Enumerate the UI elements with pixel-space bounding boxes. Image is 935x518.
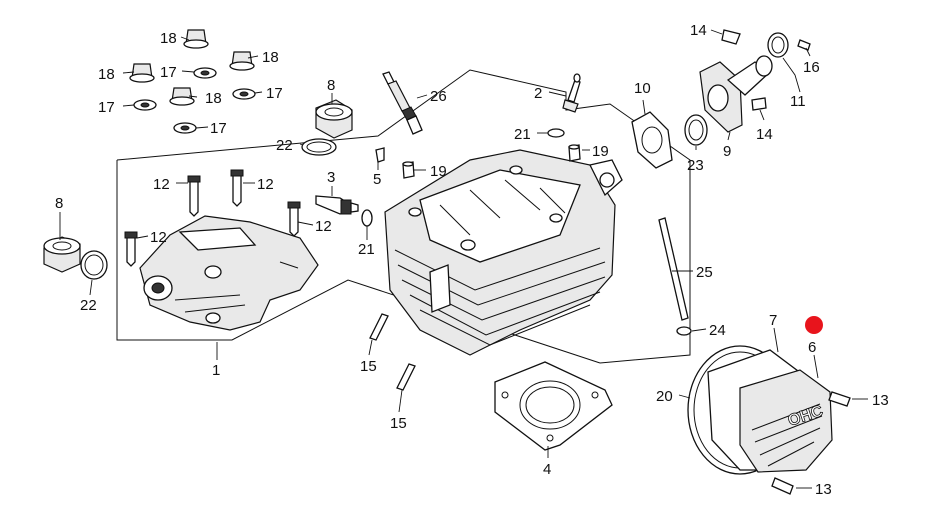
callout-14-top: 14 [690, 22, 707, 39]
bolt-14-lower [751, 97, 767, 111]
callout-7: 7 [769, 312, 777, 329]
cylinder-head-block [384, 149, 623, 356]
callout-4: 4 [543, 461, 551, 478]
stud-15-upper [369, 313, 389, 341]
callout-12-b: 12 [257, 176, 274, 193]
callout-21-left: 21 [358, 241, 375, 258]
callout-17-a: 17 [160, 64, 177, 81]
sensor-2 [562, 73, 581, 113]
stud-15-lower [396, 363, 416, 391]
callout-15-a: 15 [360, 358, 377, 375]
callout-17-b: 17 [98, 99, 115, 116]
temperature-sensor [315, 195, 359, 215]
callout-12-a: 12 [153, 176, 170, 193]
callout-2: 2 [534, 85, 542, 102]
bolt-13-lower [771, 477, 794, 495]
callout-24: 24 [709, 322, 726, 339]
callout-13-lower: 13 [815, 481, 832, 498]
side-cover-6: OHC [739, 369, 833, 473]
callout-18-d: 18 [205, 90, 222, 107]
hose-clamp-11 [767, 32, 789, 58]
bolt-14-top [721, 29, 741, 45]
callout-18-a: 18 [160, 30, 177, 47]
callout-5: 5 [373, 171, 381, 188]
callout-17-c: 17 [266, 85, 283, 102]
washer-21-top [547, 128, 565, 138]
callout-8-top: 8 [327, 77, 335, 94]
stud-25 [658, 217, 689, 321]
callout-3: 3 [327, 169, 335, 186]
red-marker-dot [805, 316, 823, 334]
oil-filler-cap-left [43, 236, 81, 273]
intake-gasket-10 [631, 111, 673, 169]
cylinder-head-cover [139, 215, 319, 331]
callout-22-top: 22 [276, 137, 293, 154]
washer-21-left [361, 209, 373, 227]
callout-19-left: 19 [430, 163, 447, 180]
callout-6: 6 [808, 339, 816, 356]
o-ring-23 [684, 114, 708, 146]
callout-14-lower: 14 [756, 126, 773, 143]
callout-21-top: 21 [514, 126, 531, 143]
callout-12-c: 12 [315, 218, 332, 235]
callout-11: 11 [790, 93, 806, 110]
callout-17-d: 17 [210, 120, 227, 137]
callout-20: 20 [656, 388, 673, 405]
leader-lines [59, 29, 868, 489]
nut-washer-cluster [129, 29, 256, 134]
bolt-13-upper [828, 391, 851, 407]
callout-9: 9 [723, 143, 731, 160]
callout-1: 1 [212, 362, 220, 379]
callout-15-b: 15 [390, 415, 407, 432]
callout-18-b: 18 [262, 49, 279, 66]
callout-26: 26 [430, 88, 447, 105]
callout-10: 10 [634, 80, 651, 97]
callout-19-right: 19 [592, 143, 609, 160]
pin-5 [375, 147, 385, 163]
washer-24 [676, 326, 692, 336]
callout-25: 25 [696, 264, 713, 281]
oil-filler-cap-top [315, 99, 353, 139]
callout-8-left: 8 [55, 195, 63, 212]
callout-12-d: 12 [150, 229, 167, 246]
callout-16: 16 [803, 59, 820, 76]
cover-bolts [124, 169, 301, 267]
head-gasket-4 [494, 361, 613, 451]
spark-plug [382, 71, 423, 135]
intake-pipe-9 [699, 55, 773, 133]
callout-23: 23 [687, 157, 704, 174]
callout-22-left: 22 [80, 297, 97, 314]
screw-16 [797, 39, 811, 51]
callout-13-upper: 13 [872, 392, 889, 409]
callout-labels: 18 18 18 17 17 18 17 17 8 22 26 2 21 19 … [55, 22, 889, 498]
callout-18-c: 18 [98, 66, 115, 83]
